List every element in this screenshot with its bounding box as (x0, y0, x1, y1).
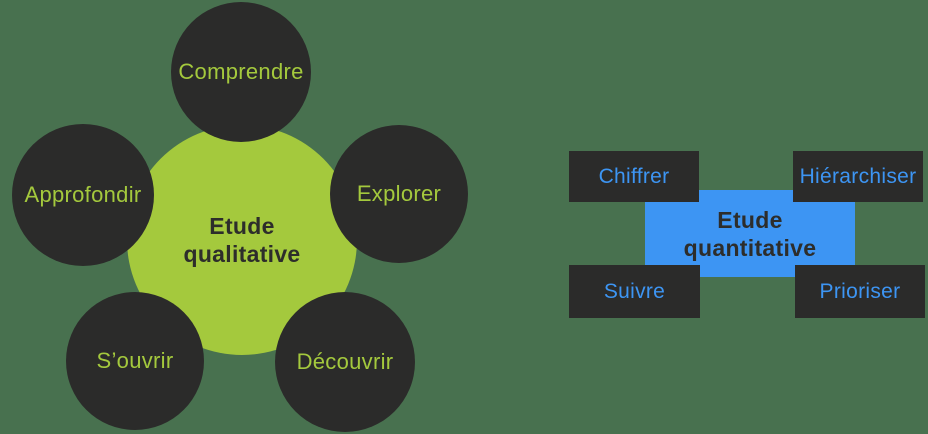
satellite-rect-hierarchiser: Hiérarchiser (793, 151, 923, 202)
satellite-rect-chiffrer: Chiffrer (569, 151, 699, 202)
satellite-rect-prioriser: Prioriser (795, 265, 925, 318)
satellite-label-prioriser: Prioriser (819, 279, 901, 303)
satellite-label-approfondir: Approfondir (24, 182, 142, 207)
qualitative-hub-label-line1: Etude (209, 213, 275, 239)
satellite-label-suivre: Suivre (603, 279, 666, 303)
qualitative-hub-label: Etude qualitative (183, 212, 300, 268)
satellite-circle-decouvrir: Découvrir (275, 292, 415, 432)
satellite-label-comprendre: Comprendre (178, 59, 304, 84)
satellite-label-decouvrir: Découvrir (296, 349, 394, 374)
satellite-label-hierarchiser: Hiérarchiser (799, 164, 917, 188)
satellite-circle-explorer: Explorer (330, 125, 468, 263)
satellite-label-chiffrer: Chiffrer (598, 164, 670, 188)
satellite-circle-comprendre: Comprendre (171, 2, 311, 142)
quantitative-hub-rect: Etude quantitative (645, 190, 855, 277)
satellite-label-explorer: Explorer (356, 181, 442, 206)
satellite-circle-approfondir: Approfondir (12, 124, 154, 266)
satellite-rect-suivre: Suivre (569, 265, 700, 318)
quantitative-hub-label-line1: Etude (717, 206, 783, 233)
satellite-circle-souvrir: S’ouvrir (66, 292, 204, 430)
qualitative-hub-label-line2: qualitative (183, 241, 301, 267)
quantitative-hub-label: Etude quantitative (684, 206, 817, 262)
quantitative-hub-label-line2: quantitative (683, 234, 817, 261)
satellite-label-souvrir: S’ouvrir (96, 348, 174, 373)
